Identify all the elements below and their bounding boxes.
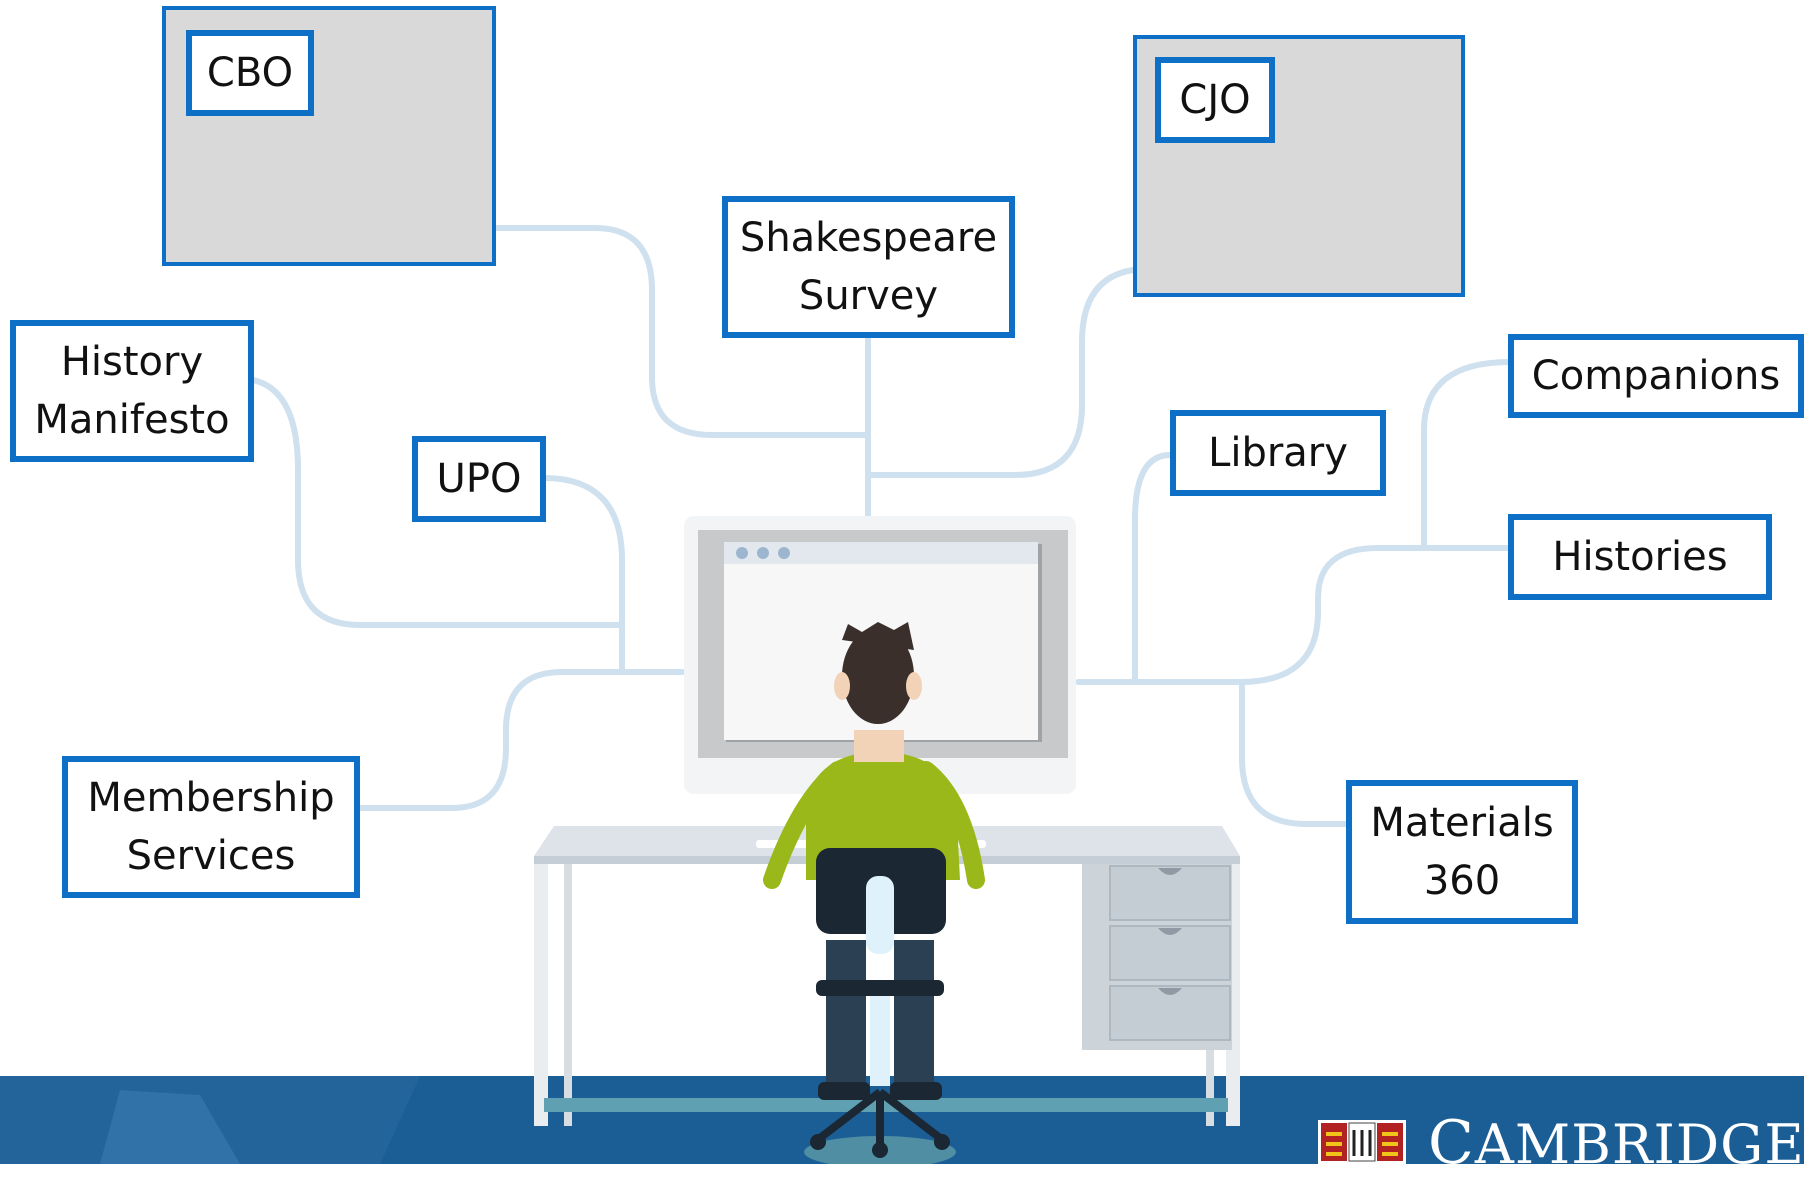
logo-initial: C xyxy=(1428,1108,1475,1178)
histories-label: Histories xyxy=(1552,534,1728,580)
desk-illustration xyxy=(534,826,1240,1126)
cambridge-logo-text: CAMBRIDGE xyxy=(1428,1113,1804,1173)
cbo-panel: CBO xyxy=(162,6,496,266)
membership-services-line-2: Services xyxy=(126,833,296,879)
cambridge-crest-icon xyxy=(1318,1120,1406,1164)
membership-services-line-1: Membership xyxy=(87,775,335,821)
library-label: Library xyxy=(1208,430,1348,476)
person-illustration xyxy=(763,622,985,1164)
companions-label: Companions xyxy=(1531,353,1781,399)
shakespeare-survey-node[interactable]: Shakespeare Survey xyxy=(722,196,1015,338)
shakespeare-survey-line-1: Shakespeare xyxy=(739,215,998,261)
cbo-label: CBO xyxy=(206,50,294,96)
history-manifesto-node[interactable]: History Manifesto xyxy=(10,320,254,462)
materials-360-node[interactable]: Materials 360 xyxy=(1346,780,1578,924)
cjo-label: CJO xyxy=(1179,77,1251,123)
shakespeare-survey-line-2: Survey xyxy=(798,273,939,319)
materials-360-line-2: 360 xyxy=(1423,858,1501,904)
logo-rest: AMBRIDGE xyxy=(1474,1113,1804,1176)
cjo-panel: CJO xyxy=(1133,35,1465,297)
upo-label: UPO xyxy=(436,456,522,502)
materials-360-line-1: Materials xyxy=(1370,800,1554,846)
library-node[interactable]: Library xyxy=(1170,410,1386,496)
history-manifesto-line-1: History xyxy=(60,339,204,385)
cbo-node[interactable]: CBO xyxy=(186,30,314,116)
history-manifesto-line-2: Manifesto xyxy=(34,397,230,443)
companions-node[interactable]: Companions xyxy=(1508,334,1804,418)
upo-node[interactable]: UPO xyxy=(412,436,546,522)
cjo-node[interactable]: CJO xyxy=(1155,57,1275,143)
membership-services-node[interactable]: Membership Services xyxy=(62,756,360,898)
histories-node[interactable]: Histories xyxy=(1508,514,1772,600)
